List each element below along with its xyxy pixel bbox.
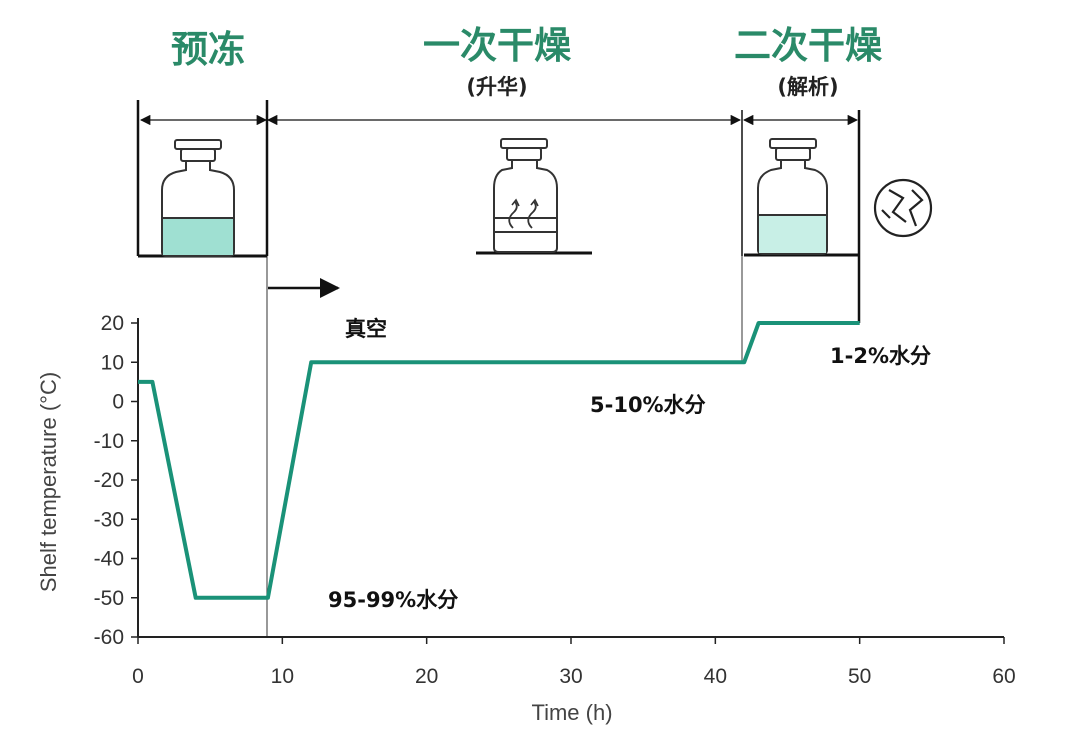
y-tick-label: -60 — [94, 626, 124, 649]
shelves — [138, 251, 859, 258]
phase-title-prefreeze: 预冻 — [171, 28, 245, 71]
y-tick-label: -20 — [94, 469, 124, 492]
vacuum-label: 真空 — [345, 317, 387, 341]
x-tick-label: 40 — [704, 665, 727, 688]
x-tick-label: 50 — [848, 665, 871, 688]
moisture-label-secondary: 1-2%水分 — [830, 344, 931, 368]
y-tick-label: 20 — [101, 312, 124, 335]
phase-title-primary-drying: 一次干燥 — [423, 24, 572, 67]
y-tick-label: 0 — [112, 391, 124, 414]
phase-subtitle-secondary-drying: (解析) — [777, 75, 838, 99]
broken-crystal-icon — [873, 178, 933, 238]
x-tick-label: 0 — [132, 665, 144, 688]
axes — [131, 318, 1005, 644]
phase-subtitle-primary-drying: (升华) — [466, 75, 527, 99]
y-tick-label: -10 — [94, 430, 124, 453]
x-axis-title: Time (h) — [531, 700, 612, 725]
moisture-label-primary: 5-10%水分 — [590, 393, 706, 417]
x-tick-label: 20 — [415, 665, 438, 688]
moisture-label-prefreeze: 95-99%水分 — [328, 588, 458, 612]
x-tick-label: 10 — [271, 665, 294, 688]
x-tick-label: 60 — [992, 665, 1015, 688]
temperature-series — [138, 321, 860, 600]
vial-liquid-icon — [161, 139, 235, 257]
y-tick-label: 10 — [101, 351, 124, 374]
y-tick-label: -40 — [94, 548, 124, 571]
y-axis-title: Shelf temperature (°C) — [36, 372, 61, 592]
vial-sublimation-icon — [493, 138, 558, 253]
y-tick-label: -50 — [94, 587, 124, 610]
phase-title-secondary-drying: 二次干燥 — [734, 24, 883, 67]
phase-boundaries — [136, 100, 861, 637]
vial-liquid-icon — [757, 138, 828, 255]
y-tick-label: -30 — [94, 508, 124, 531]
x-tick-label: 30 — [559, 665, 582, 688]
series-line — [138, 321, 860, 600]
tick-labels: 0 10 20 30 40 50 60 20 10 0 -10 -20 -30 -40 -50 -60 — [94, 312, 1016, 688]
